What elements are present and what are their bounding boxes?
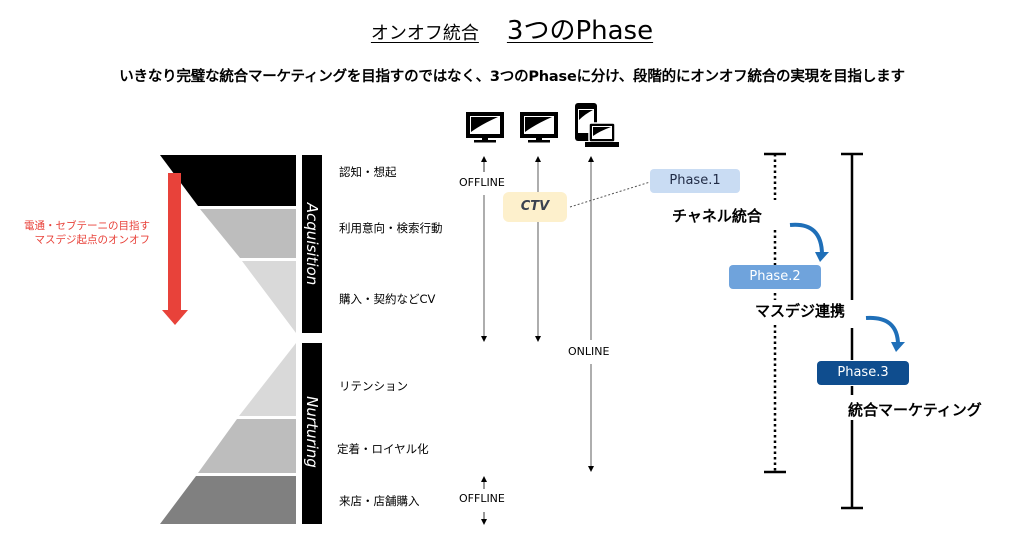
phase3-name: 統合マーケティング	[848, 401, 982, 419]
online-arrow	[588, 156, 594, 472]
stage-loyalty: 定着・ロイヤル化	[337, 442, 429, 456]
phase1-box: Phase.1	[650, 169, 740, 193]
funnel-stage-intent	[200, 209, 296, 258]
red-note-line1: 電通・セブテーニの目指す	[24, 220, 150, 232]
pyramid-stage-store	[160, 476, 296, 524]
ctv-arrow	[535, 156, 541, 342]
stage-cv: 購入・契約などCV	[339, 292, 436, 306]
mobile-laptop-icon	[575, 103, 619, 147]
subtitle: いきなり完璧な統合マーケティングを目指すのではなく、3つのPhaseに分け、段階…	[119, 69, 905, 85]
nurturing-bar: Nurturing	[302, 343, 322, 524]
offline-arrow-top	[481, 156, 487, 342]
offline-label-bottom: OFFLINE	[459, 492, 505, 505]
curved-arrow-phase2-to-3	[865, 315, 905, 352]
phase2-name: マスデジ連携	[755, 302, 846, 320]
acquisition-label: Acquisition	[303, 202, 321, 286]
offline-arrow-bottom	[481, 476, 487, 525]
ctv-box: CTV	[503, 192, 567, 222]
funnel-stage-cv	[242, 261, 296, 333]
title-number: 3つのPhase	[506, 16, 654, 46]
acquisition-bar: Acquisition	[302, 155, 322, 333]
ctv-phase1-connector	[569, 181, 651, 208]
phase1-name: チャネル統合	[672, 207, 762, 225]
stage-intent: 利用意向・検索行動	[339, 221, 443, 235]
phase2-box: Phase.2	[729, 265, 821, 289]
nurturing-label: Nurturing	[303, 396, 321, 468]
phase3-box: Phase.3	[817, 361, 909, 385]
stage-store: 来店・店舗購入	[339, 494, 420, 508]
online-label: ONLINE	[568, 345, 610, 358]
red-note-line2: マスデジ起点のオンオフ	[34, 234, 151, 246]
tv-icon	[520, 112, 558, 143]
red-arrow-shaft	[168, 173, 181, 311]
curved-arrow-phase1-to-2	[789, 222, 829, 262]
page-title: オンオフ統合 3つのPhase	[0, 10, 1024, 47]
tv-icon	[466, 112, 504, 143]
stage-awareness: 認知・想起	[339, 165, 397, 179]
pyramid-stage-retention	[239, 343, 296, 416]
phase1-bracket	[764, 152, 786, 474]
red-arrow-head	[162, 310, 188, 325]
phase2-bracket	[841, 152, 863, 510]
title-text: オンオフ統合	[370, 23, 479, 44]
offline-label-top: OFFLINE	[459, 176, 505, 189]
stage-retention: リテンション	[339, 379, 408, 393]
funnel-stage-awareness	[160, 155, 296, 206]
pyramid-stage-loyalty	[198, 419, 296, 473]
red-note: 電通・セブテーニの目指す マスデジ起点のオンオフ	[10, 219, 150, 247]
